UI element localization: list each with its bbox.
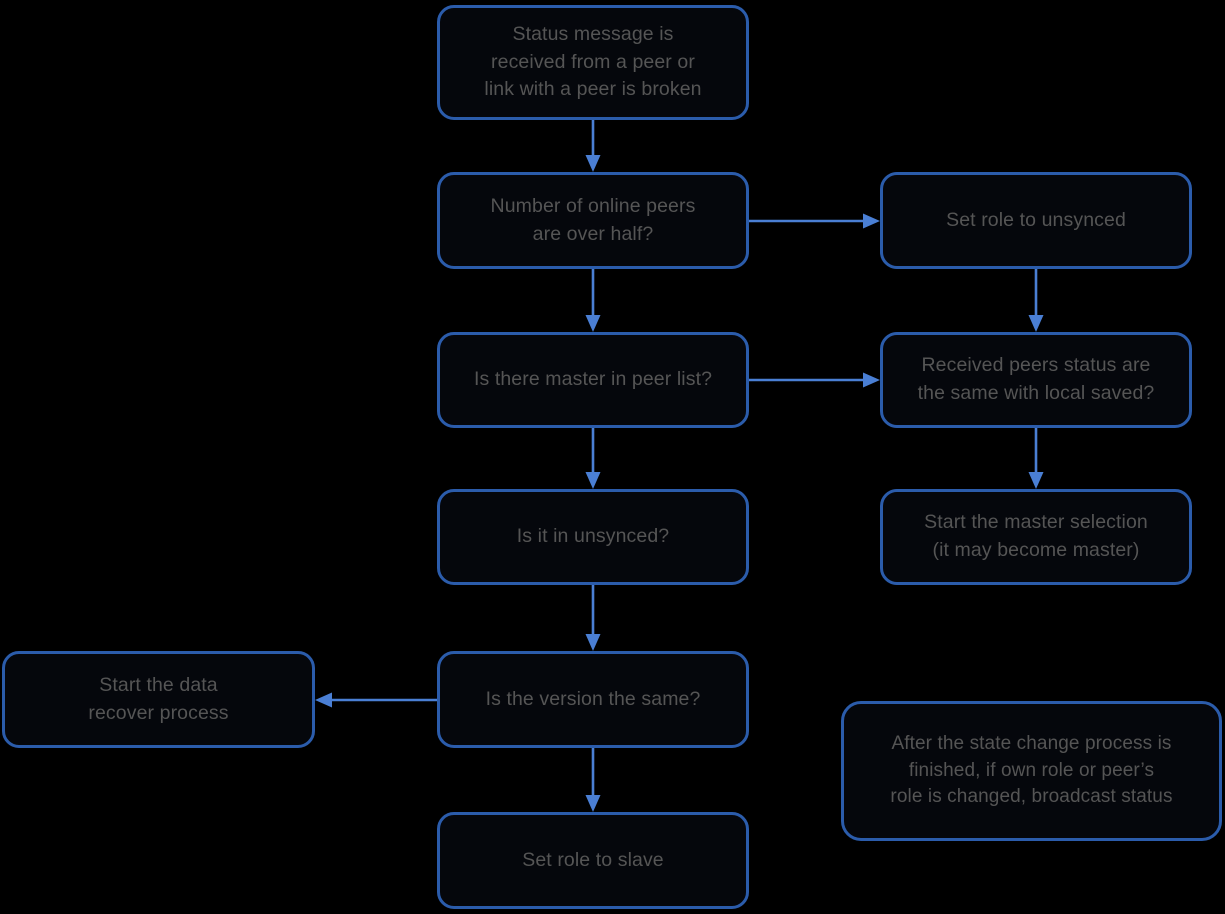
edge-received-status-to-master-selection <box>1028 428 1044 489</box>
node-status-message-received[interactable]: Status message is received from a peer o… <box>437 5 749 120</box>
node-label: Is there master in peer list? <box>473 368 713 391</box>
node-set-role-to-slave[interactable]: Set role to slave <box>437 812 749 909</box>
edge-set-unsynced-to-received-status <box>1028 269 1044 332</box>
edge-master-in-list-to-received-status <box>749 372 880 388</box>
node-label: Number of online peers are over half? <box>490 194 696 245</box>
node-label: Set role to unsynced <box>946 208 1126 231</box>
node-label: Received peers status are the same with … <box>917 354 1155 404</box>
node-label: Set role to slave <box>522 848 664 871</box>
node-online-peers-over-half[interactable]: Number of online peers are over half? <box>437 172 749 269</box>
edge-online-peers-to-master-in-list <box>585 269 601 332</box>
edge-version-check-to-set-slave <box>585 748 601 812</box>
node-start-master-selection[interactable]: Start the master selection (it may becom… <box>880 489 1192 585</box>
node-label: Start the master selection (it may becom… <box>924 511 1148 561</box>
node-label: Status message is received from a peer o… <box>484 22 702 101</box>
edge-version-check-to-data-recover <box>315 692 437 708</box>
node-is-it-in-unsynced[interactable]: Is it in unsynced? <box>437 489 749 585</box>
node-set-role-to-unsynced[interactable]: Set role to unsynced <box>880 172 1192 269</box>
node-is-version-the-same[interactable]: Is the version the same? <box>437 651 749 748</box>
node-master-in-peer-list[interactable]: Is there master in peer list? <box>437 332 749 428</box>
node-label: Start the data recover process <box>88 673 229 724</box>
node-received-peers-status-same[interactable]: Received peers status are the same with … <box>880 332 1192 428</box>
edge-online-peers-to-set-unsynced <box>749 213 880 229</box>
node-start-data-recover-process[interactable]: Start the data recover process <box>2 651 315 748</box>
node-label: After the state change process is finish… <box>890 732 1173 808</box>
edge-master-in-list-to-unsynced-check <box>585 428 601 489</box>
node-label: Is it in unsynced? <box>516 525 670 548</box>
node-label: Is the version the same? <box>485 687 701 710</box>
edge-unsynced-check-to-version-check <box>585 585 601 651</box>
edge-status-message-to-online-peers <box>585 120 601 172</box>
node-broadcast-status-note[interactable]: After the state change process is finish… <box>841 701 1222 841</box>
